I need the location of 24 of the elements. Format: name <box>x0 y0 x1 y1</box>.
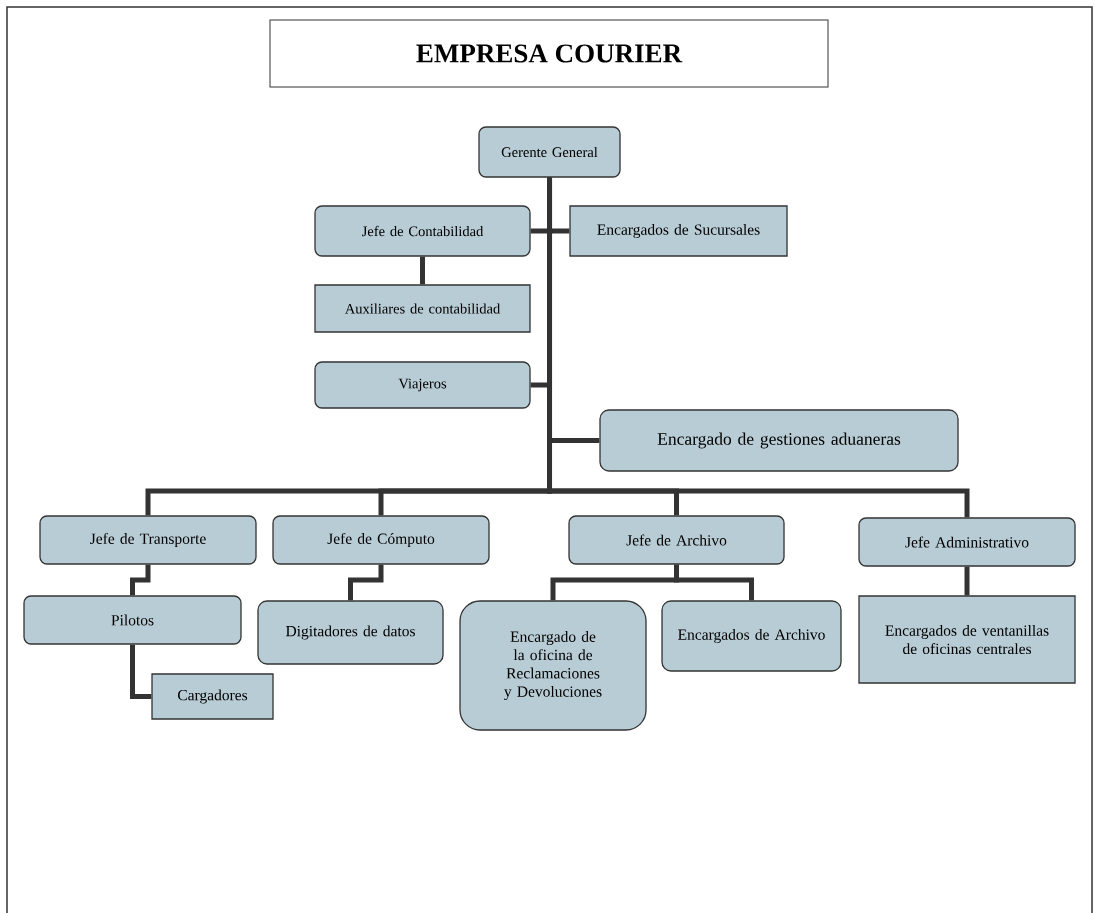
org-box: Jefe de Transporte <box>39 515 257 565</box>
connector-line <box>130 644 152 699</box>
connector-line <box>547 177 970 518</box>
title-box: EMPRESA COURIER <box>269 19 829 88</box>
org-box: Encargado de la oficina de Reclamaciones y Devoluciones <box>459 600 647 731</box>
org-box: Cargadores <box>151 673 274 720</box>
org-box: Pilotos <box>23 595 242 645</box>
org-box: Viajeros <box>314 361 531 409</box>
org-box: Encargado de gestiones aduaneras <box>599 409 959 472</box>
connector-line <box>420 256 425 285</box>
connector-line <box>964 566 970 596</box>
org-box: Encargados de Sucursales <box>569 205 788 257</box>
org-box: Digitadores de datos <box>257 600 444 665</box>
org-box: Encargados de Archivo <box>661 600 842 672</box>
connector-line <box>674 564 754 601</box>
org-box: Jefe de Cómputo <box>272 515 490 565</box>
org-box: Gerente General <box>478 126 621 178</box>
connector-line <box>348 564 384 601</box>
org-box: Jefe Administrativo <box>858 517 1076 567</box>
org-box: Encargados de ventanillas de oficinas centrales <box>858 595 1076 684</box>
connector-line <box>130 564 151 596</box>
org-box: Auxiliares de contabilidad <box>314 284 531 333</box>
org-box: Jefe de Contabilidad <box>314 205 531 257</box>
org-box: Jefe de Archivo <box>568 515 785 565</box>
